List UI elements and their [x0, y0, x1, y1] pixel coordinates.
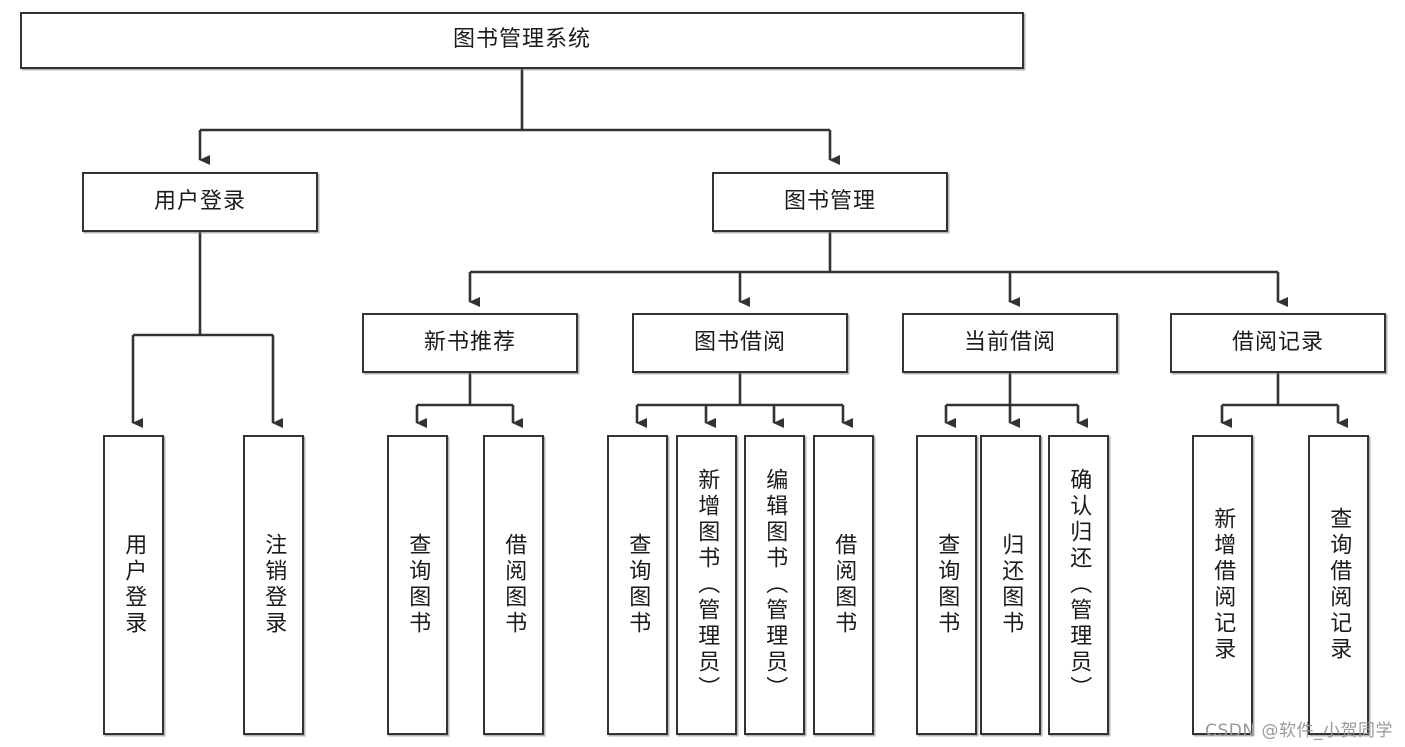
node-label: 借阅图书 [831, 533, 857, 637]
node-label: 当前借阅 [963, 329, 1056, 355]
leaf-confirm-return[interactable]: 确认归还（管理员） [1048, 435, 1109, 735]
node-label: 图书管理 [783, 188, 876, 214]
leaf-user-logout[interactable]: 注销登录 [243, 435, 304, 735]
leaf-query-book-current[interactable]: 查询图书 [916, 435, 977, 735]
node-label: 查询图书 [625, 533, 651, 637]
node-book-management[interactable]: 图书管理 [712, 172, 948, 232]
node-label: 借阅图书 [501, 533, 527, 637]
leaf-edit-book[interactable]: 编辑图书（管理员） [744, 435, 805, 735]
node-new-book-recommend[interactable]: 新书推荐 [362, 313, 578, 373]
node-label: 新增图书（管理员） [694, 468, 720, 702]
node-label: 查询图书 [934, 533, 960, 637]
leaf-add-book[interactable]: 新增图书（管理员） [676, 435, 737, 735]
node-root-system[interactable]: 图书管理系统 [20, 12, 1024, 69]
node-label: 编辑图书（管理员） [762, 468, 788, 702]
leaf-query-borrow-record[interactable]: 查询借阅记录 [1308, 435, 1369, 735]
node-label: 确认归还（管理员） [1066, 468, 1092, 702]
node-label: 用户登录 [153, 188, 246, 214]
leaf-add-borrow-record[interactable]: 新增借阅记录 [1192, 435, 1253, 735]
leaf-query-book-borrow[interactable]: 查询图书 [607, 435, 668, 735]
node-label: 图书借阅 [693, 329, 786, 355]
watermark-text: CSDN @软件_小贺同学 [1205, 721, 1393, 741]
node-label: 新增借阅记录 [1210, 507, 1236, 663]
node-label: 用户登录 [121, 533, 147, 637]
leaf-query-book-recommend[interactable]: 查询图书 [387, 435, 448, 735]
leaf-user-login[interactable]: 用户登录 [103, 435, 164, 735]
node-borrow-record[interactable]: 借阅记录 [1170, 313, 1386, 373]
leaf-borrow-book-recommend[interactable]: 借阅图书 [483, 435, 544, 735]
node-user-login[interactable]: 用户登录 [82, 172, 318, 232]
leaf-return-book[interactable]: 归还图书 [980, 435, 1041, 735]
node-book-borrow[interactable]: 图书借阅 [632, 313, 848, 373]
node-label: 借阅记录 [1231, 329, 1324, 355]
node-current-borrow[interactable]: 当前借阅 [902, 313, 1118, 373]
node-label: 图书管理系统 [452, 27, 591, 53]
node-label: 归还图书 [998, 533, 1024, 637]
node-label: 注销登录 [261, 533, 287, 637]
leaf-borrow-book[interactable]: 借阅图书 [813, 435, 874, 735]
node-label: 查询图书 [405, 533, 431, 637]
node-label: 新书推荐 [423, 329, 516, 355]
node-label: 查询借阅记录 [1326, 507, 1352, 663]
